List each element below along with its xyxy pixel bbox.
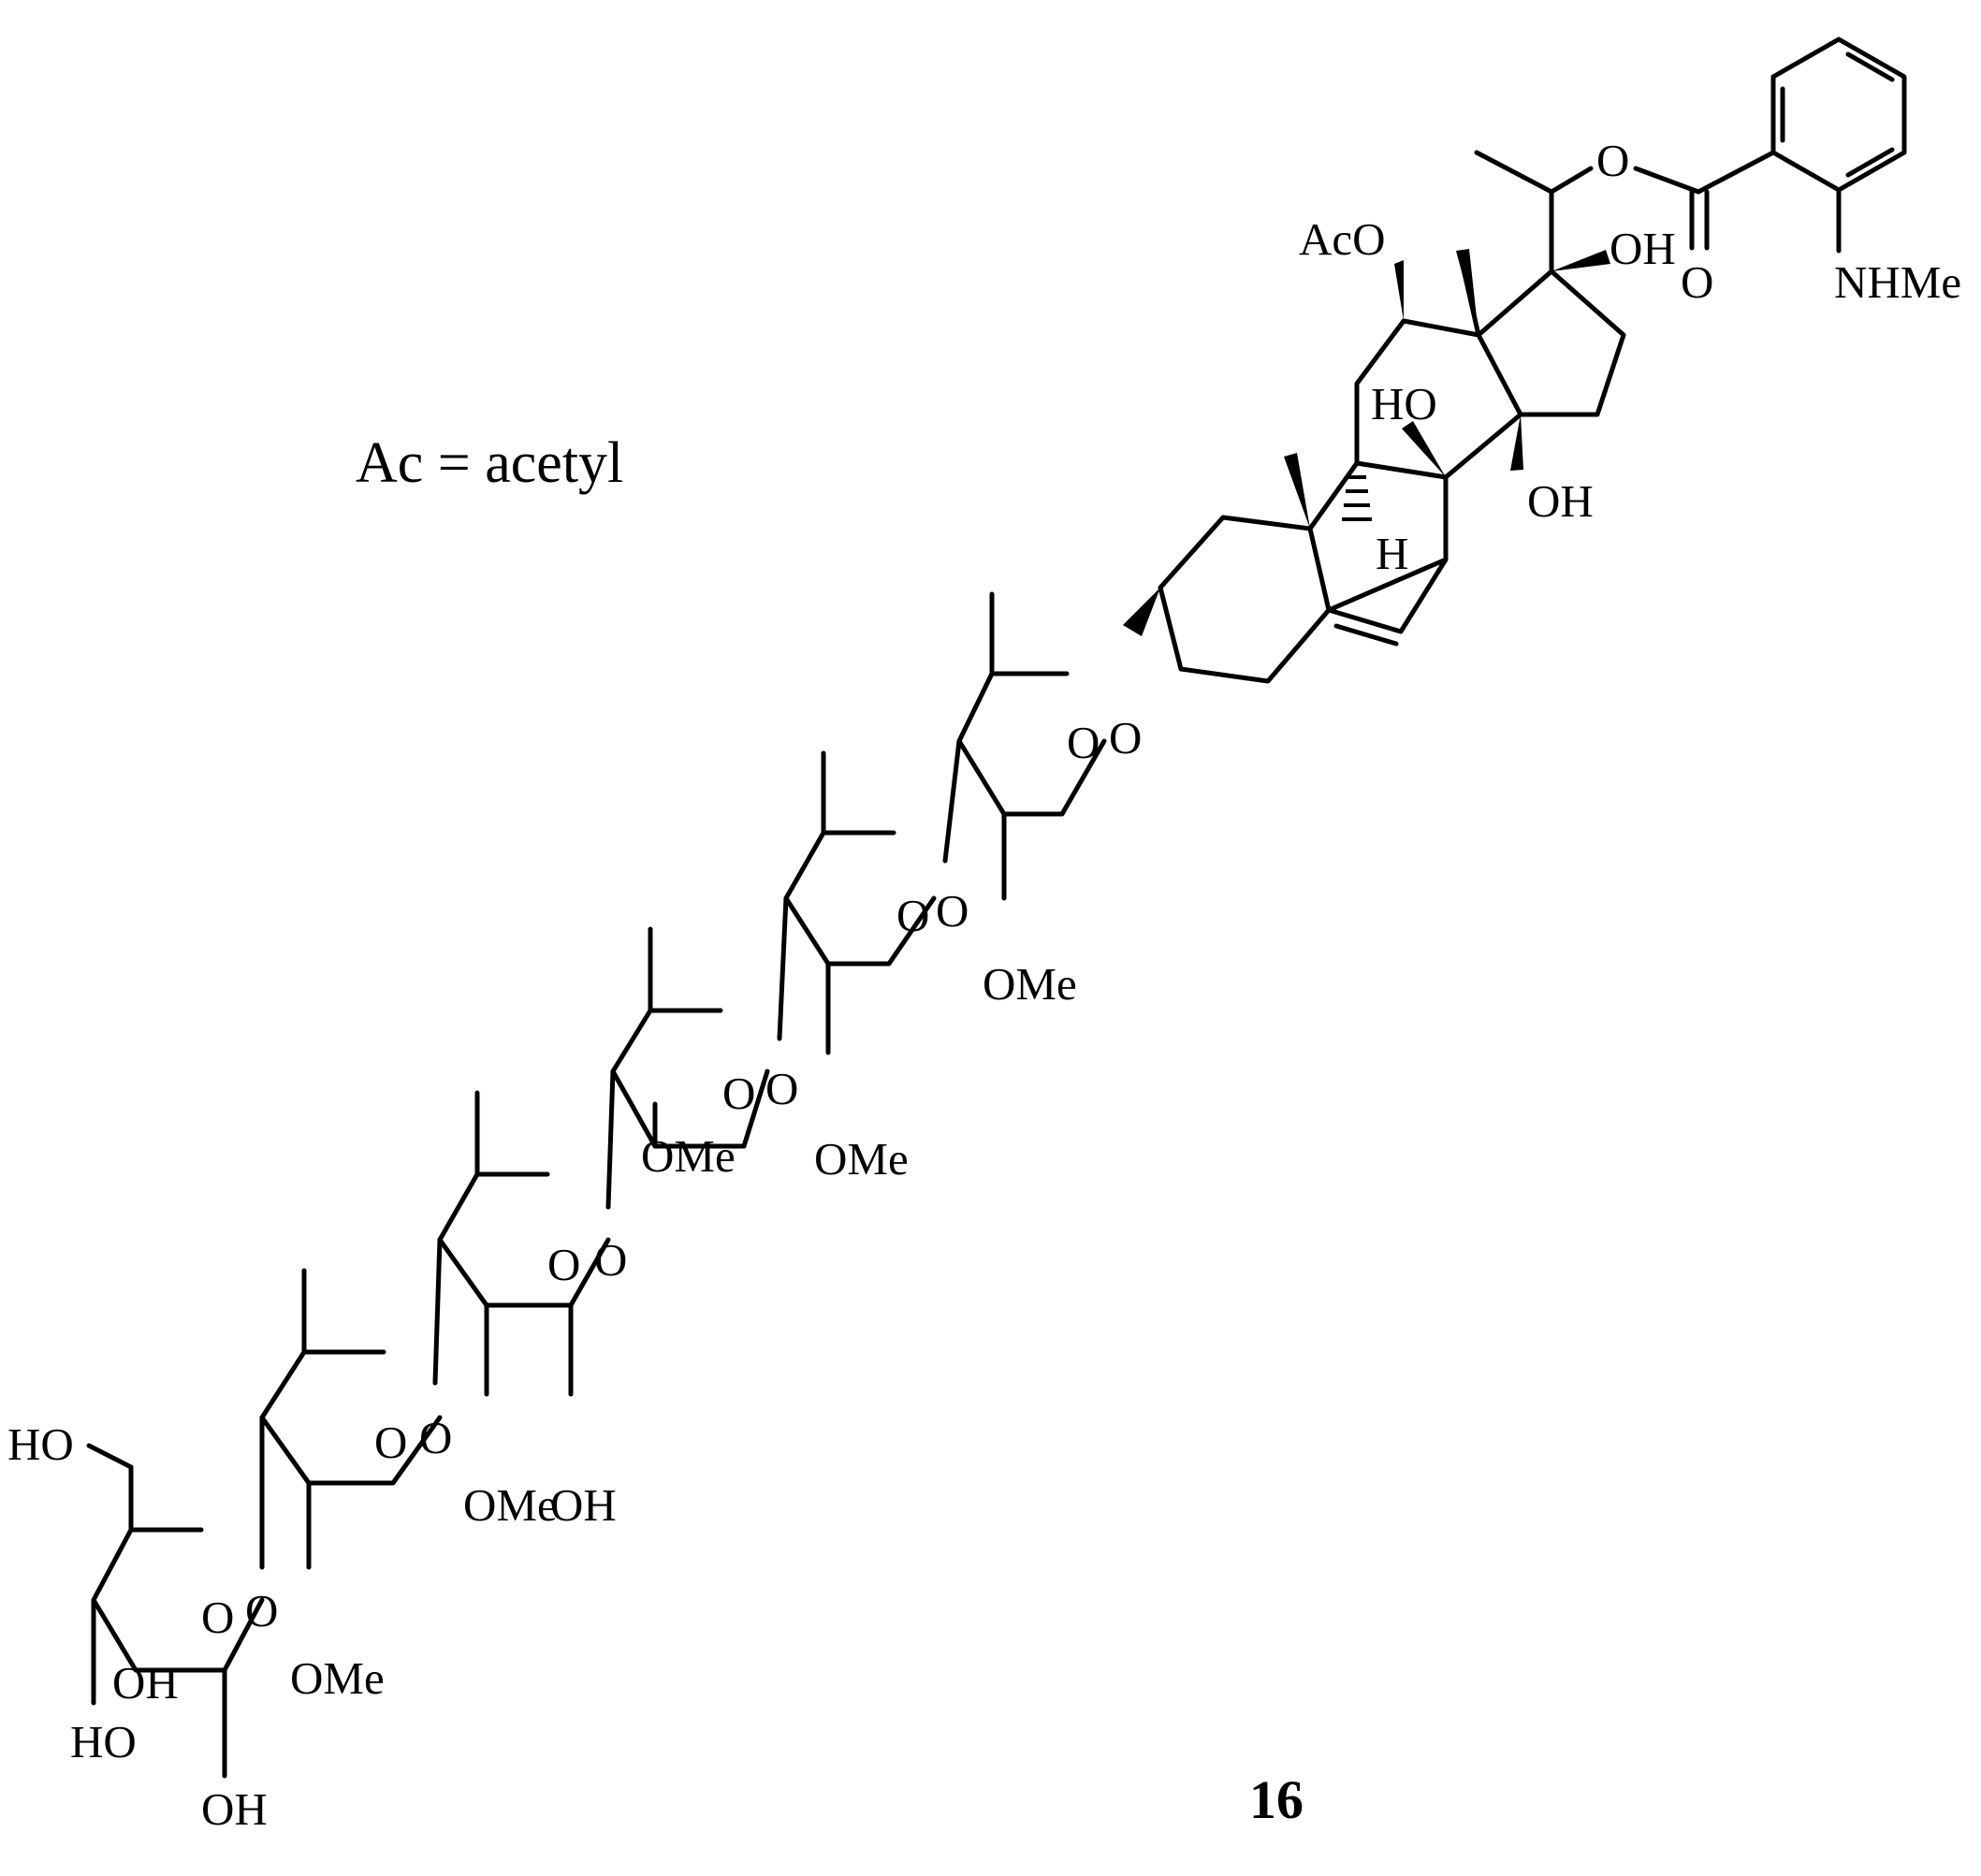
label-o-ring6: O: [201, 1592, 234, 1643]
ring-d: [1476, 269, 1626, 417]
label-oh-g3: OH: [201, 1783, 268, 1835]
bond-ar-carbonyl: [1696, 150, 1776, 195]
label-o-link3: O: [765, 1063, 798, 1114]
atom-labels: AcO O OH O NHMe HO OH H O O OMe O O OMe …: [7, 135, 1961, 1835]
wedge-c12-oac: [1394, 260, 1404, 321]
carbonyl-double-bond: [1689, 189, 1710, 251]
label-o-ring5: O: [374, 1417, 407, 1468]
link-s5-s4: [432, 1237, 443, 1386]
label-o-glyco: O: [1109, 712, 1142, 763]
link-s3-s2: [777, 895, 789, 1041]
wedge-c13-me: [1456, 249, 1478, 335]
bond-o-c20: [1549, 166, 1594, 195]
label-o-link2: O: [936, 885, 969, 937]
label-ho-ch2: HO: [7, 1418, 74, 1470]
sugar5-ring: [259, 1349, 443, 1486]
label-ome1: OMe: [983, 958, 1077, 1010]
label-ho-g2: HO: [70, 1716, 137, 1767]
label-aco: AcO: [1299, 213, 1386, 265]
wedge-c8-oh: [1402, 421, 1446, 477]
label-ome2: OMe: [814, 1133, 909, 1185]
label-ome5: OMe: [290, 1652, 385, 1704]
sugar4-ring: [437, 1171, 611, 1308]
label-oh-14: OH: [1527, 475, 1594, 527]
label-carbonyl-o: O: [1681, 256, 1713, 308]
label-oh-17: OH: [1610, 223, 1676, 274]
ring-a: [1158, 515, 1332, 684]
hash-c9-h: [1342, 475, 1372, 521]
wedge-c10-me: [1284, 453, 1310, 529]
label-ho-8: HO: [1371, 378, 1437, 429]
stereo-bonds: [1123, 249, 1610, 636]
label-o-ring4: O: [547, 1239, 580, 1290]
label-o-ring2: O: [896, 890, 929, 941]
link-s2-s1: [942, 738, 962, 864]
label-o-link5: O: [419, 1412, 452, 1463]
sugar2-ring: [783, 830, 937, 967]
bond-carbonyl-o: [1633, 166, 1701, 195]
sugar1-ring: [956, 671, 1107, 817]
label-oh-g1: OH: [112, 1657, 179, 1709]
sugar6-ch2-oh: [86, 1443, 134, 1470]
label-o-link6: O: [245, 1585, 278, 1636]
benzene-double-bonds: [1780, 51, 1895, 178]
label-oh-s4: OH: [550, 1479, 617, 1531]
label-o-ring3: O: [722, 1068, 755, 1119]
label-h-9: H: [1376, 528, 1408, 579]
label-nhme: NHMe: [1834, 256, 1961, 308]
label-o-link4: O: [594, 1234, 627, 1286]
ring-c: [1354, 318, 1523, 480]
compound-number: 16: [1249, 1769, 1304, 1830]
legend-acetyl: Ac = acetyl: [356, 431, 623, 495]
bond-c20-me: [1474, 150, 1554, 195]
wedge-c14-oh: [1510, 414, 1523, 471]
benzene-ring: [1770, 36, 1907, 193]
sugar6-ring: [91, 1527, 265, 1673]
label-o-ring1: O: [1067, 717, 1100, 768]
label-ester-o: O: [1596, 135, 1629, 186]
ring-b-double-bond: [1326, 557, 1449, 634]
wedge-c3-o: [1123, 588, 1160, 636]
wedge-c17-oh: [1551, 250, 1610, 271]
b-double-bond-inner: [1333, 623, 1399, 647]
bonds: [86, 36, 1907, 1779]
sugar3-ring: [610, 1008, 770, 1149]
link-s4-s3: [605, 1069, 616, 1210]
label-ome4: OMe: [463, 1479, 558, 1531]
label-ome3: OMe: [641, 1130, 736, 1182]
